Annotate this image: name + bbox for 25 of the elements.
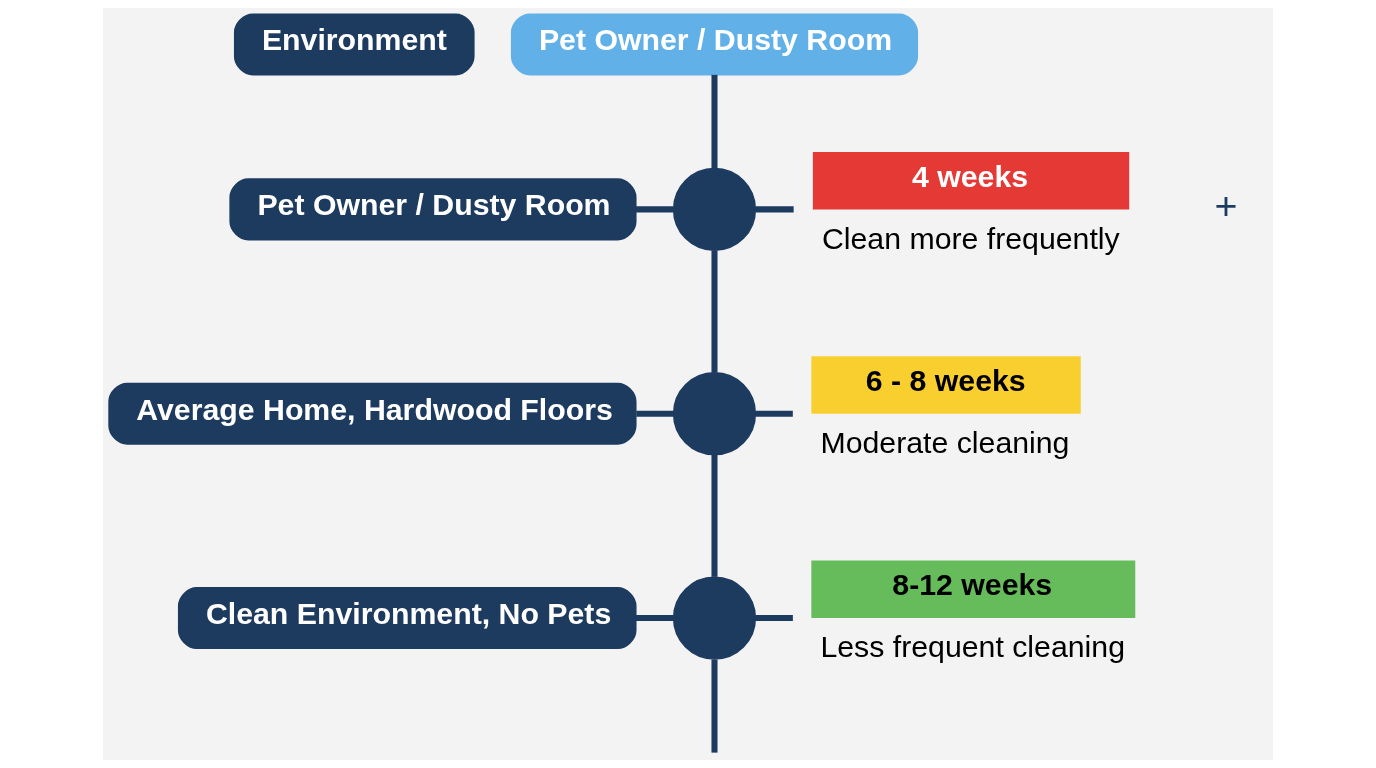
connector bbox=[711, 250, 718, 373]
node-box: Average Home, Hardwood Floors bbox=[108, 382, 637, 445]
node-circle bbox=[672, 167, 757, 251]
node-box: 8-12 weeks bbox=[811, 560, 1136, 619]
node-box: Pet Owner / Dusty Room bbox=[510, 13, 919, 76]
connector bbox=[711, 659, 718, 753]
connector bbox=[635, 615, 674, 622]
connector bbox=[755, 206, 794, 213]
connector bbox=[711, 74, 718, 169]
connector bbox=[711, 455, 718, 577]
connector bbox=[636, 410, 674, 417]
node-label: Less frequent cleaning bbox=[820, 630, 1125, 664]
node-box: Clean Environment, No Pets bbox=[177, 587, 637, 650]
node-box: Environment bbox=[233, 13, 475, 76]
node-box: Pet Owner / Dusty Room bbox=[229, 178, 637, 241]
label: + bbox=[1214, 182, 1238, 227]
node-circle bbox=[672, 576, 757, 660]
node-circle bbox=[672, 372, 757, 456]
node-label: Clean more frequently bbox=[821, 221, 1120, 255]
connector bbox=[755, 410, 793, 417]
node-label: Moderate cleaning bbox=[820, 426, 1070, 460]
node-box: 4 weeks bbox=[812, 151, 1130, 210]
connector bbox=[755, 615, 793, 622]
node-box: 6 - 8 weeks bbox=[811, 356, 1081, 414]
connector bbox=[635, 206, 674, 213]
